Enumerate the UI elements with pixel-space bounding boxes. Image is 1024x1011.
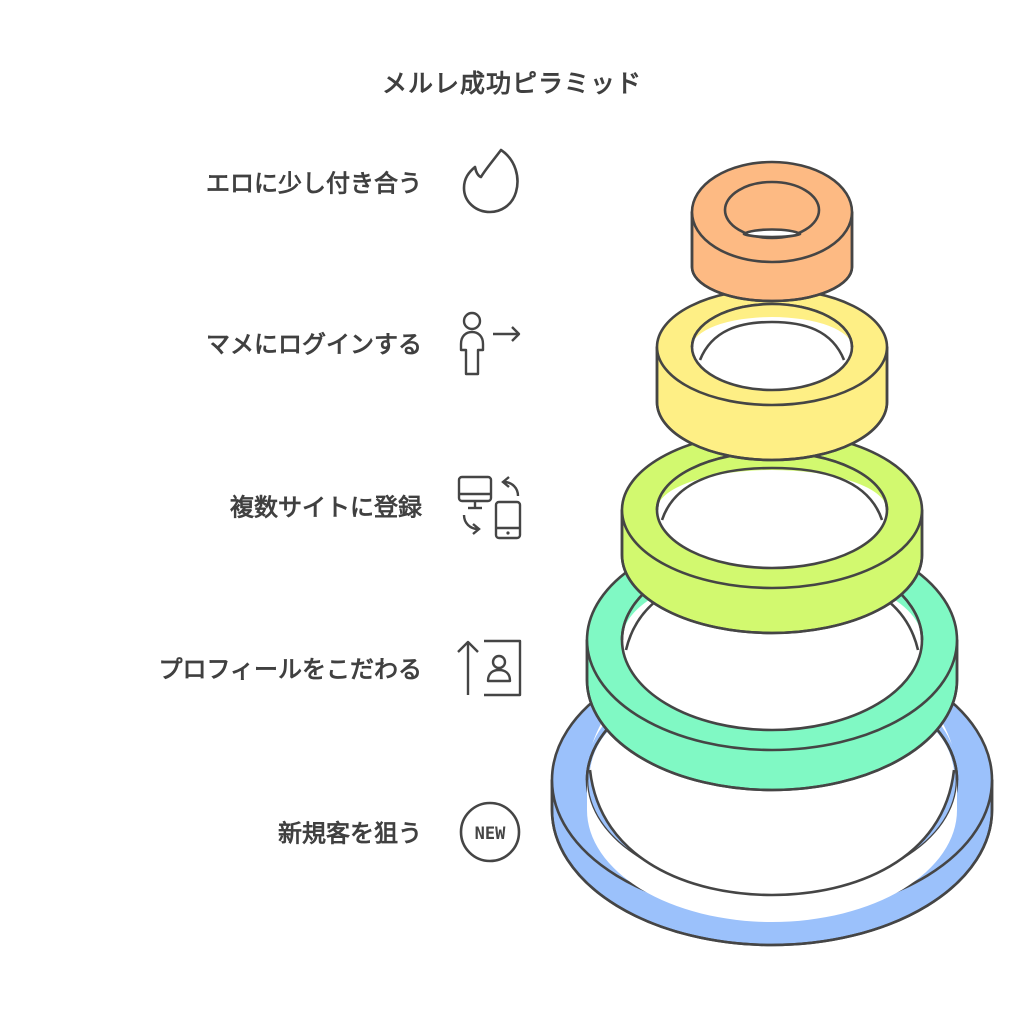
level-label-1: エロに少し付き合う [206,169,422,198]
multi-device-icon [457,475,522,540]
new-badge-text: NEW [475,824,506,844]
diagram-title: メルレ成功ピラミッド [381,69,642,98]
level-label-3: 複数サイトに登録 [230,493,422,522]
level-label-4: プロフィールをこだわる [158,655,422,684]
profile-upgrade-icon [457,639,522,697]
user-login-icon [459,311,521,376]
ring-level-3 [620,430,924,635]
ring-level-1 [690,160,854,303]
ring-level-2 [655,287,889,462]
level-label-5: 新規客を狙う [278,819,422,848]
level-label-2: マメにログインする [206,330,422,359]
new-badge-icon: NEW [459,801,521,863]
flame-icon [462,148,519,214]
